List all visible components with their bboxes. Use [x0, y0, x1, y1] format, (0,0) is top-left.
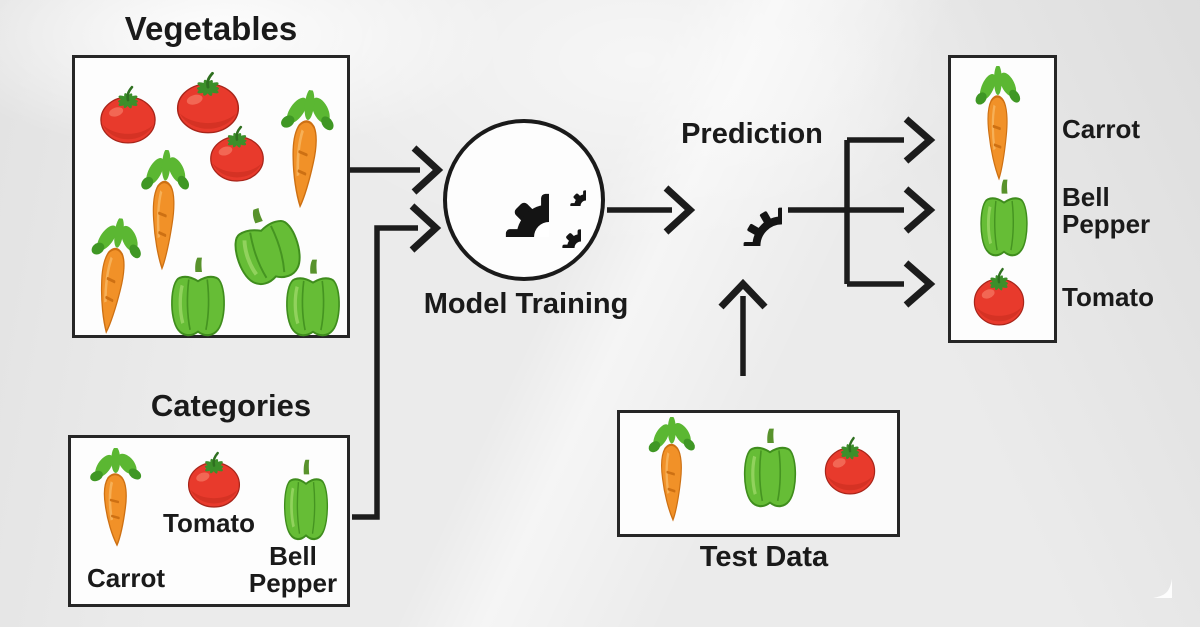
bell-pepper-icon: [165, 256, 231, 340]
tomato-icon: [205, 124, 269, 184]
test-data-label: Test Data: [699, 541, 829, 573]
carrot-icon: [75, 214, 153, 339]
carrot-icon: [85, 448, 149, 548]
bell-pepper-icon: [975, 178, 1033, 260]
categories-box: [68, 435, 350, 607]
model-training-label: Model Training: [423, 288, 629, 320]
tomato-icon: [969, 266, 1029, 328]
prediction-label: Prediction: [681, 118, 823, 150]
arrow-prediction-to-outputs: [788, 116, 936, 308]
category-label-tomato: Tomato: [163, 508, 255, 538]
output-label-tomato: Tomato: [1062, 282, 1154, 312]
bell-pepper-icon: [279, 458, 333, 544]
tomato-icon: [95, 84, 161, 146]
carrot-icon: [644, 417, 702, 523]
prediction-gear-ring-icon: [702, 166, 782, 246]
gear-large-icon: [461, 149, 549, 237]
bell-pepper-icon: [738, 427, 802, 511]
vegetables-box: [72, 55, 350, 338]
output-label-carrot: Carrot: [1062, 114, 1141, 144]
bell-pepper-icon: [280, 258, 346, 340]
arrow-categories-to-model-training: [352, 203, 442, 520]
model-training-circle: [443, 119, 605, 281]
output-label-bell-pepper: Bell Pepper: [1062, 182, 1151, 240]
arrow-test-data-to-prediction: [718, 278, 768, 376]
arrow-model-training-to-prediction: [607, 185, 696, 235]
arrow-vegetables-to-model-training: [350, 145, 444, 195]
sparkle-icon: [1132, 558, 1172, 598]
test-data-box: [617, 410, 900, 537]
carrot-icon: [971, 66, 1027, 182]
vegetables-title: Vegetables: [124, 10, 298, 47]
gear-small-icon: [554, 174, 586, 206]
output-box: [948, 55, 1057, 343]
gear-medium-icon: [543, 210, 581, 248]
tomato-icon: [183, 450, 245, 510]
category-label-carrot: Carrot: [86, 563, 165, 593]
categories-title: Categories: [150, 388, 312, 423]
tomato-icon: [820, 435, 880, 497]
category-label-bell-pepper: Bell Pepper: [248, 541, 338, 599]
carrot-icon: [267, 87, 345, 213]
